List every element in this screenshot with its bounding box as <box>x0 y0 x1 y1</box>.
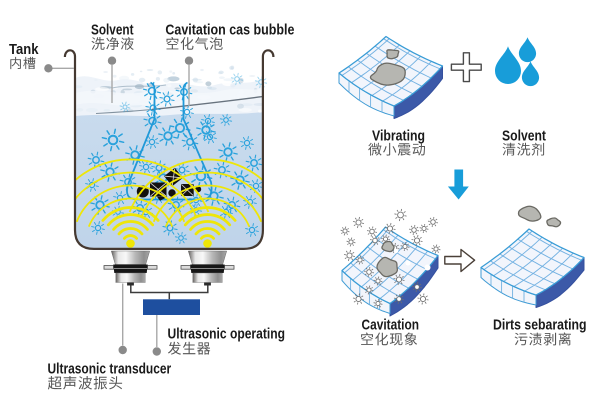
svg-text:Solvent: Solvent <box>502 128 546 145</box>
svg-text:Cavitation cas bubble: Cavitation cas bubble <box>165 22 294 39</box>
svg-text:Ultrasonic operating: Ultrasonic operating <box>168 326 286 343</box>
svg-text:Cavitation: Cavitation <box>362 317 420 334</box>
svg-text:Vibrating: Vibrating <box>372 128 425 145</box>
svg-text:Ultrasonic transducer: Ultrasonic transducer <box>48 361 172 378</box>
svg-text:Solvent: Solvent <box>91 22 134 39</box>
svg-text:Dirts sebarating: Dirts sebarating <box>493 317 587 334</box>
svg-text:Tank: Tank <box>9 41 39 58</box>
